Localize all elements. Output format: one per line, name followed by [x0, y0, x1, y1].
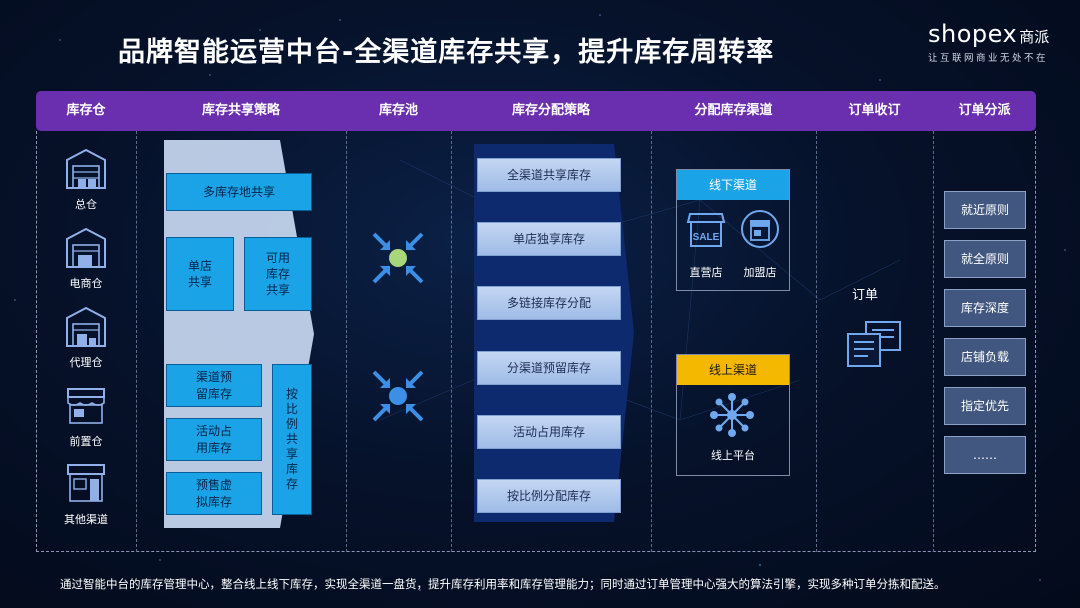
online-platform-label: 线上平台 — [711, 449, 755, 462]
warehouse-main: 总仓 — [50, 146, 122, 212]
pool-converge-icon — [372, 370, 424, 422]
allocation-item: 活动占用库存 — [477, 415, 621, 449]
warehouse-front: 前置仓 — [50, 383, 122, 449]
warehouse-label: 总仓 — [75, 198, 97, 211]
column-header-order-receive: 订单收订 — [848, 103, 901, 118]
pool-converge-icon — [372, 232, 424, 284]
presale-stock-box: 预售虚 拟库存 — [166, 472, 262, 515]
network-platform-icon — [710, 393, 754, 437]
column-divider — [451, 131, 452, 552]
single-store-share-box: 单店 共享 — [166, 237, 234, 311]
storefront-icon — [67, 388, 105, 424]
offline-channel-title: 线下渠道 — [677, 170, 789, 200]
sale-tag-text: SALE — [693, 232, 720, 243]
dispatch-rule: 就全原则 — [944, 240, 1026, 278]
order-documents-icon — [847, 321, 901, 367]
warehouse-icon — [66, 227, 106, 268]
order-label: 订单 — [852, 288, 879, 303]
warehouse-agent: 代理仓 — [50, 304, 122, 370]
warehouse-label: 前置仓 — [69, 435, 103, 448]
column-header-warehouse: 库存仓 — [66, 103, 106, 118]
column-divider — [933, 131, 934, 552]
allocation-item: 全渠道共享库存 — [477, 158, 621, 192]
page-title: 品牌智能运营中台-全渠道库存共享，提升库存周转率 — [118, 37, 775, 68]
dispatch-rule: …… — [944, 436, 1026, 474]
dispatch-rule: 店铺负载 — [944, 338, 1026, 376]
logo-brand: shopex — [928, 20, 1018, 48]
column-header-allocation: 库存分配策略 — [511, 103, 590, 118]
logo-slogan: 让互联网商业无处不在 — [928, 53, 1049, 64]
allocation-arrow — [474, 144, 634, 522]
diagram-frame — [36, 131, 1036, 552]
franchise-store-icon — [741, 210, 779, 248]
dispatch-rule: 库存深度 — [944, 289, 1026, 327]
column-header-pool: 库存池 — [378, 103, 418, 118]
offline-channel-box: 线下渠道 — [676, 169, 790, 291]
online-channel-box: 线上渠道 — [676, 354, 790, 476]
column-divider — [651, 131, 652, 552]
activity-stock-box: 活动占 用库存 — [166, 418, 262, 461]
allocation-item: 按比例分配库存 — [477, 479, 621, 513]
available-stock-share-box: 可用 库存 共享 — [244, 237, 312, 311]
column-header-channels: 分配库存渠道 — [694, 103, 773, 118]
warehouse-label: 电商仓 — [69, 277, 103, 290]
dispatch-rule: 指定优先 — [944, 387, 1026, 425]
proportional-share-box: 按 比 例 共 享 库 存 — [272, 364, 312, 515]
warehouse-icon — [66, 306, 106, 347]
logo-brand-cn: 商派 — [1019, 28, 1050, 46]
channel-reserve-box: 渠道预 留库存 — [166, 364, 262, 407]
dispatch-rule: 就近原则 — [944, 191, 1026, 229]
allocation-item: 分渠道预留库存 — [477, 351, 621, 385]
column-header-dispatch: 订单分派 — [958, 103, 1011, 118]
footer-description: 通过智能中台的库存管理中心，整合线上线下库存，实现全渠道一盘货，提升库存利用率和… — [60, 577, 946, 591]
allocation-item: 单店独享库存 — [477, 222, 621, 256]
warehouse-label: 其他渠道 — [64, 513, 108, 526]
franchise-store-label: 加盟店 — [743, 266, 777, 279]
column-divider — [346, 131, 347, 552]
warehouse-other: 其他渠道 — [50, 461, 122, 527]
column-divider — [816, 131, 817, 552]
sale-store-icon: SALE — [686, 213, 726, 247]
allocation-item: 多链接库存分配 — [477, 286, 621, 320]
shop-icon — [67, 464, 105, 502]
warehouse-icon — [66, 148, 106, 189]
column-header-bar: 库存仓 库存共享策略 库存池 库存分配策略 分配库存渠道 订单收订 订单分派 — [36, 91, 1036, 131]
warehouse-ecommerce: 电商仓 — [50, 225, 122, 291]
direct-store-label: 直营店 — [689, 266, 723, 279]
column-divider — [136, 131, 137, 552]
warehouse-label: 代理仓 — [69, 356, 103, 369]
online-channel-title: 线上渠道 — [677, 355, 789, 385]
column-header-share-strategy: 库存共享策略 — [201, 103, 280, 118]
multi-location-share-box: 多库存地共享 — [166, 173, 312, 211]
